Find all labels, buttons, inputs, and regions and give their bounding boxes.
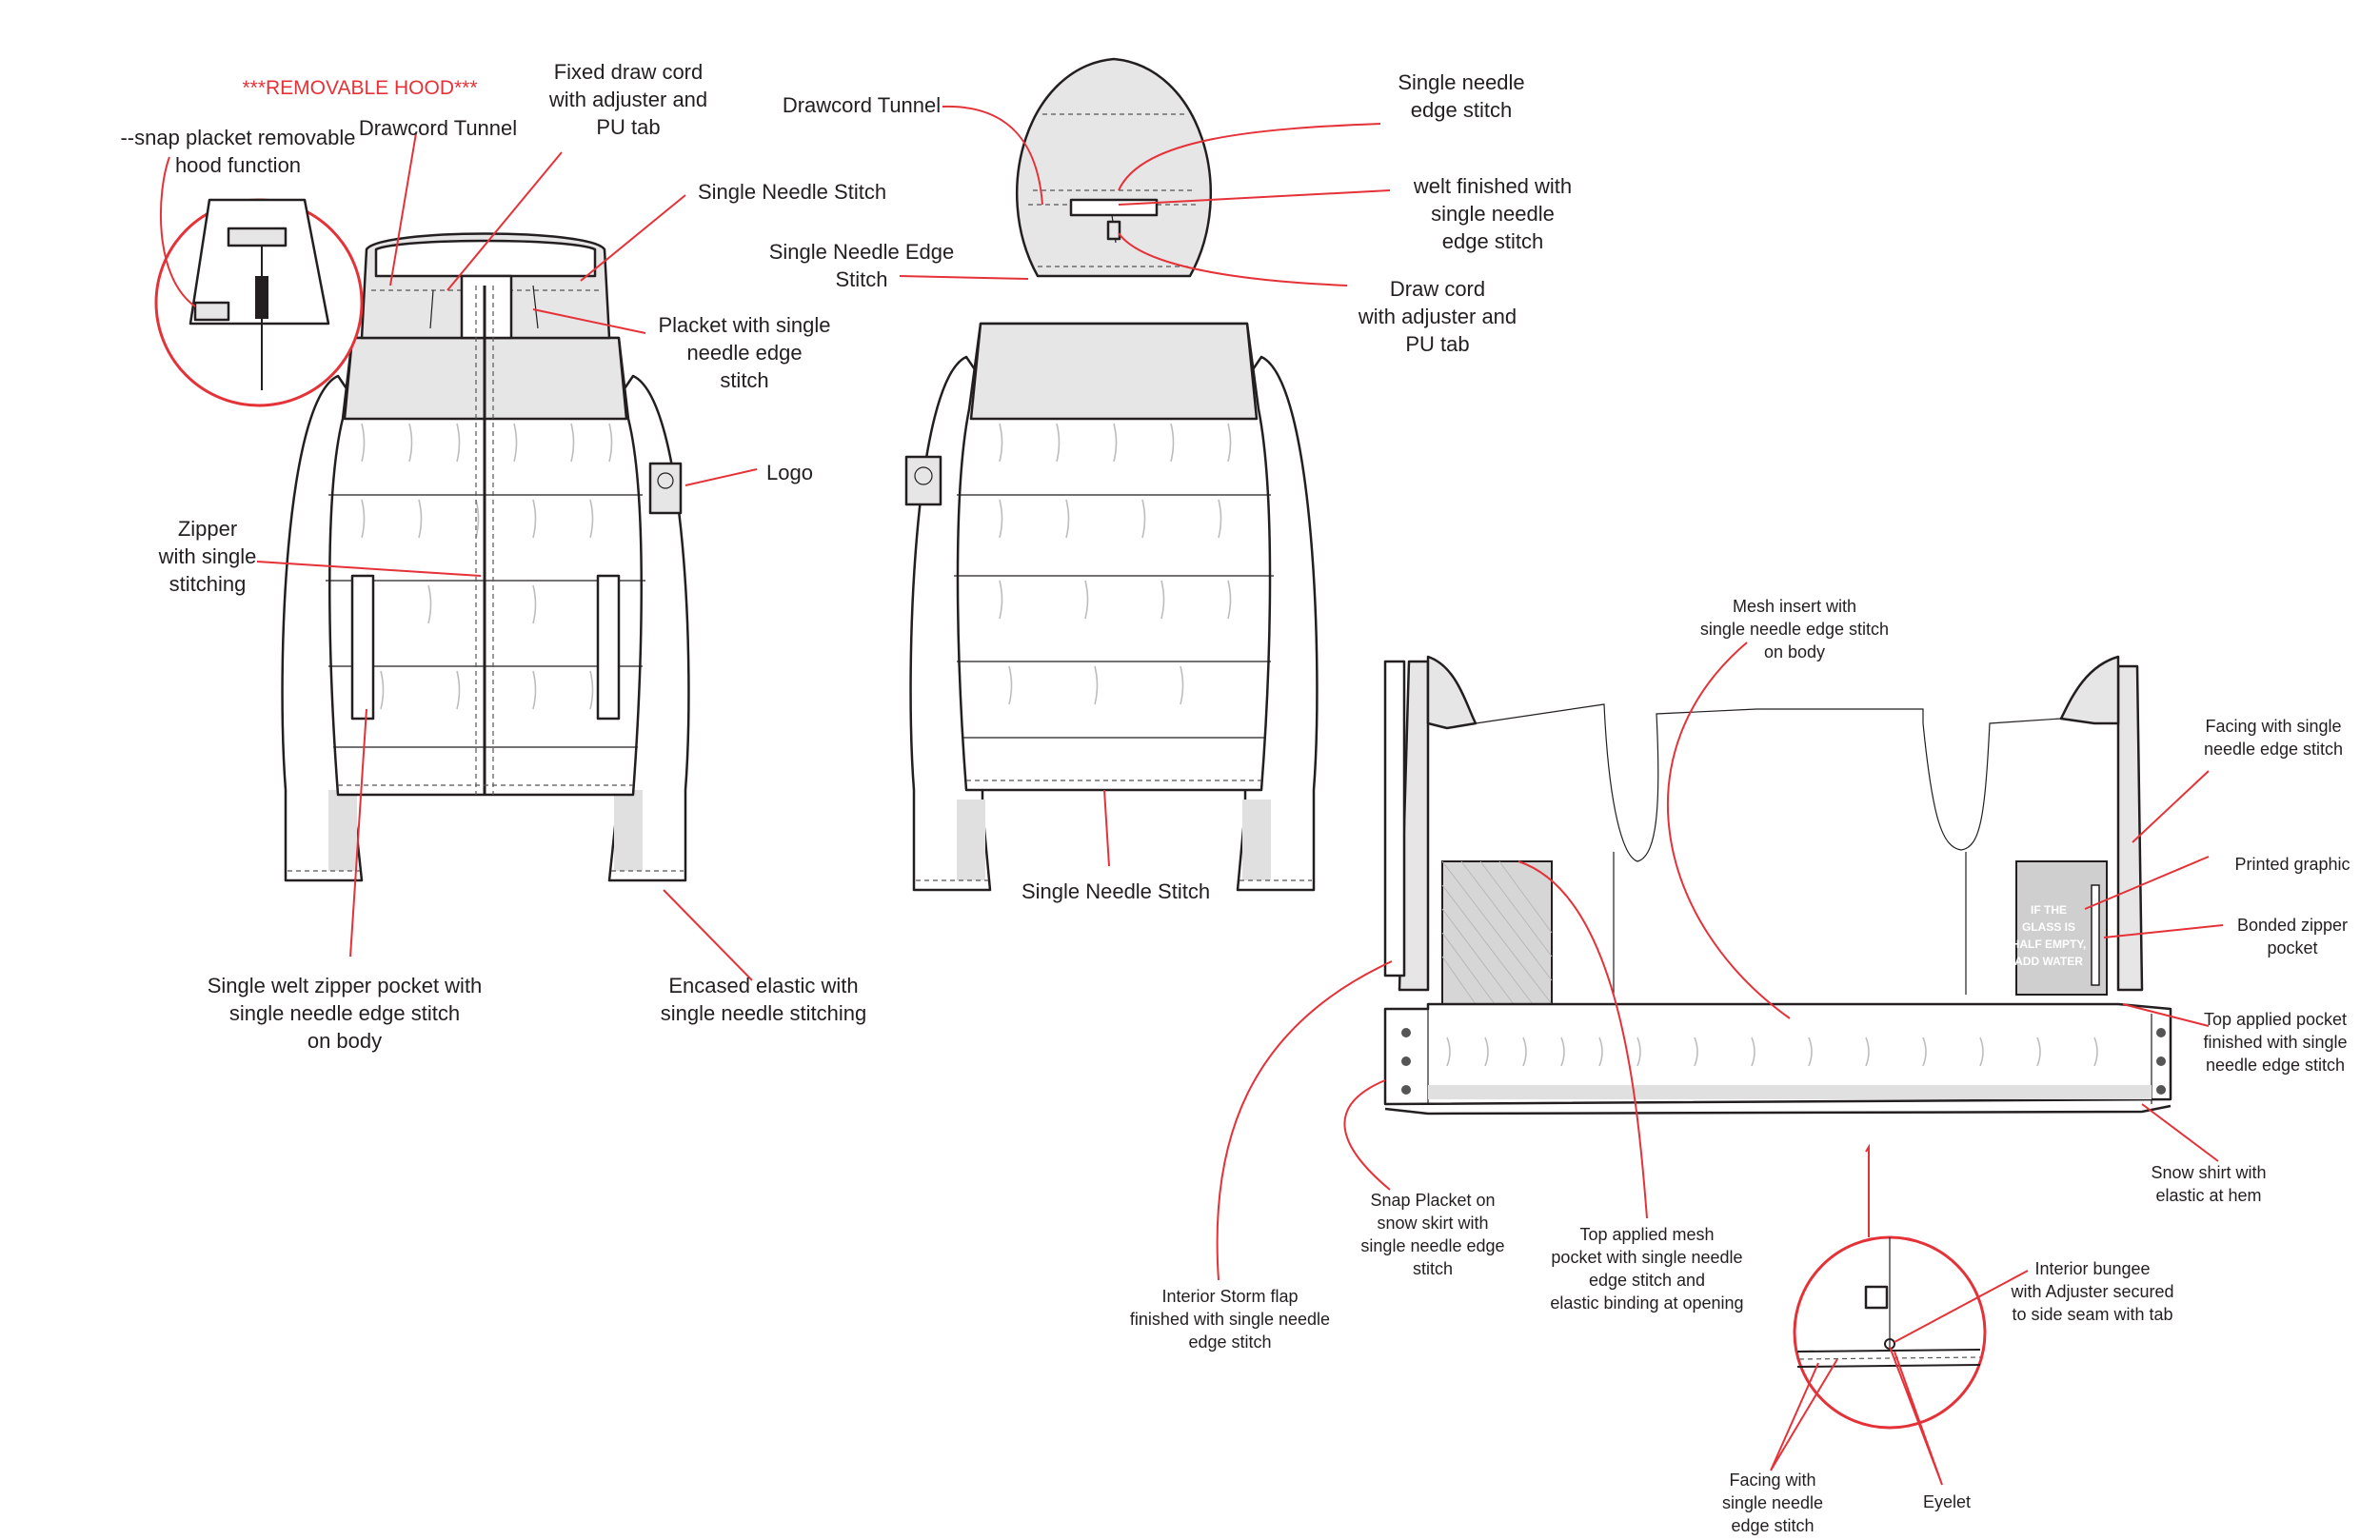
graphic-text-line-1: IF THE [2031,903,2067,917]
snap-icon [1401,1085,1411,1095]
graphic-text-line-2: GLASS IS [2022,920,2075,934]
front-hood-placket [460,274,513,340]
label-snap-placket-1: --snap placket removable [120,126,355,149]
label-sn-edge-stitch-2: Stitch [835,267,887,291]
back-yoke [969,322,1259,421]
label-mesh-insert-1: Mesh insert with [1733,597,1856,616]
removable-hood-title: ***REMOVABLE HOOD*** [242,77,477,99]
label-mesh-pocket-2: pocket with single needle [1551,1248,1742,1267]
label-facing-detail-1: Facing with [1729,1471,1815,1490]
label-draw-cord-back-3: PU tab [1405,332,1469,356]
label-interior-bungee-3: to side seam with tab [2012,1305,2172,1324]
graphic-text-line-4: ADD WATER [2014,955,2083,968]
interior-right-facing [2116,664,2144,992]
label-storm-flap-2: finished with single needle [1130,1310,1330,1329]
front-hood-opening [374,239,597,278]
graphic-text-line-3: HALF EMPTY, [2012,938,2087,951]
label-welt-finished-1: welt finished with [1413,174,1572,198]
label-interior-bungee-2: with Adjuster secured [2010,1282,2173,1301]
label-bonded-zipper-1: Bonded zipper [2237,916,2348,935]
label-draw-cord-back-2: with adjuster and [1358,305,1517,328]
label-snap-placket-skirt-4: stitch [1413,1259,1453,1278]
label-top-applied-pocket-1: Top applied pocket [2204,1010,2347,1029]
label-eyelet: Eyelet [1923,1492,1971,1511]
label-zipper-1: Zipper [178,517,237,541]
label-facing-1: Facing with single [2205,717,2341,736]
snap-icon [2156,1056,2166,1066]
label-placket-3: stitch [720,368,768,392]
label-top-applied-pocket-3: needle edge stitch [2206,1056,2345,1075]
label-storm-flap-3: edge stitch [1188,1333,1271,1352]
label-mesh-pocket-1: Top applied mesh [1579,1225,1714,1244]
label-draw-cord-back-1: Draw cord [1390,277,1485,301]
label-welt-pocket-2: single needle edge stitch [229,1001,460,1025]
front-left-welt-pocket [350,574,375,721]
label-drawcord-tunnel-back: Drawcord Tunnel [783,93,941,117]
label-snap-placket-2: hood function [175,153,301,177]
label-zipper-2: with single [158,544,257,568]
hood-detail-callout [154,198,364,407]
snap-icon [2156,1028,2166,1037]
label-encased-elastic-1: Encased elastic with [668,974,858,997]
label-fixed-draw-cord-3: PU tab [596,115,660,139]
label-snow-shirt-1: Snow shirt with [2151,1163,2266,1182]
label-snap-placket-skirt-3: single needle edge [1360,1236,1504,1255]
bungee-detail-callout [1793,1235,1987,1430]
label-top-applied-pocket-2: finished with single [2203,1033,2347,1052]
label-snap-placket-skirt-2: snow skirt with [1377,1214,1488,1233]
snap-tab-icon [255,276,268,319]
label-snow-shirt-2: elastic at hem [2155,1186,2261,1205]
snap-icon [2156,1085,2166,1095]
label-fixed-draw-cord-1: Fixed draw cord [554,60,704,84]
label-drawcord-tunnel-front: Drawcord Tunnel [359,116,517,140]
label-welt-finished-3: edge stitch [1442,229,1543,253]
label-bonded-zipper-2: pocket [2267,938,2317,958]
callout-labels: ***REMOVABLE HOOD*** --snap placket remo… [120,60,2350,1535]
label-sn-edge-stitch-hood-1: Single needle [1398,70,1524,94]
label-snap-placket-skirt-1: Snap Placket on [1370,1191,1495,1210]
label-placket-2: needle edge [686,341,802,365]
back-body [956,322,1272,792]
label-facing-detail-2: single needle [1722,1493,1823,1512]
label-welt-finished-2: single needle [1431,202,1555,226]
label-mesh-insert-3: on body [1764,642,1825,661]
interior-view: IF THE GLASS IS HALF EMPTY, ADD WATER [1383,655,2172,1116]
label-single-needle-stitch-back: Single Needle Stitch [1021,879,1210,903]
label-facing-detail-3: edge stitch [1731,1516,1814,1535]
snap-icon [1401,1028,1411,1037]
label-fixed-draw-cord-2: with adjuster and [548,88,707,111]
label-mesh-insert-2: single needle edge stitch [1700,620,1889,639]
label-encased-elastic-2: single needle stitching [661,1001,866,1025]
label-storm-flap-1: Interior Storm flap [1161,1287,1298,1306]
label-welt-pocket-3: on body [307,1029,382,1053]
label-printed-graphic: Printed graphic [2234,855,2350,874]
front-right-welt-pocket [596,574,621,721]
back-hood-welt [1069,198,1159,217]
bonded-zipper [2091,884,2100,986]
label-welt-pocket-1: Single welt zipper pocket with [208,974,483,997]
label-sn-edge-stitch-1: Single Needle Edge [769,240,954,264]
label-facing-2: needle edge stitch [2204,740,2343,759]
back-hood [1016,57,1212,278]
label-mesh-pocket-4: elastic binding at opening [1550,1293,1743,1313]
label-mesh-pocket-3: edge stitch and [1589,1271,1705,1290]
back-view-jacket [904,57,1319,892]
label-zipper-3: stitching [169,572,247,596]
label-interior-bungee-1: Interior bungee [2034,1259,2150,1278]
snap-icon [1401,1056,1411,1066]
label-placket-1: Placket with single [659,313,831,337]
snow-skirt [1383,1002,2172,1106]
callout-leaders [160,105,2224,1486]
back-logo-patch [904,455,942,506]
label-sn-edge-stitch-hood-2: edge stitch [1411,98,1512,122]
label-single-needle-stitch-front: Single Needle Stitch [698,180,886,204]
label-logo: Logo [766,461,813,484]
